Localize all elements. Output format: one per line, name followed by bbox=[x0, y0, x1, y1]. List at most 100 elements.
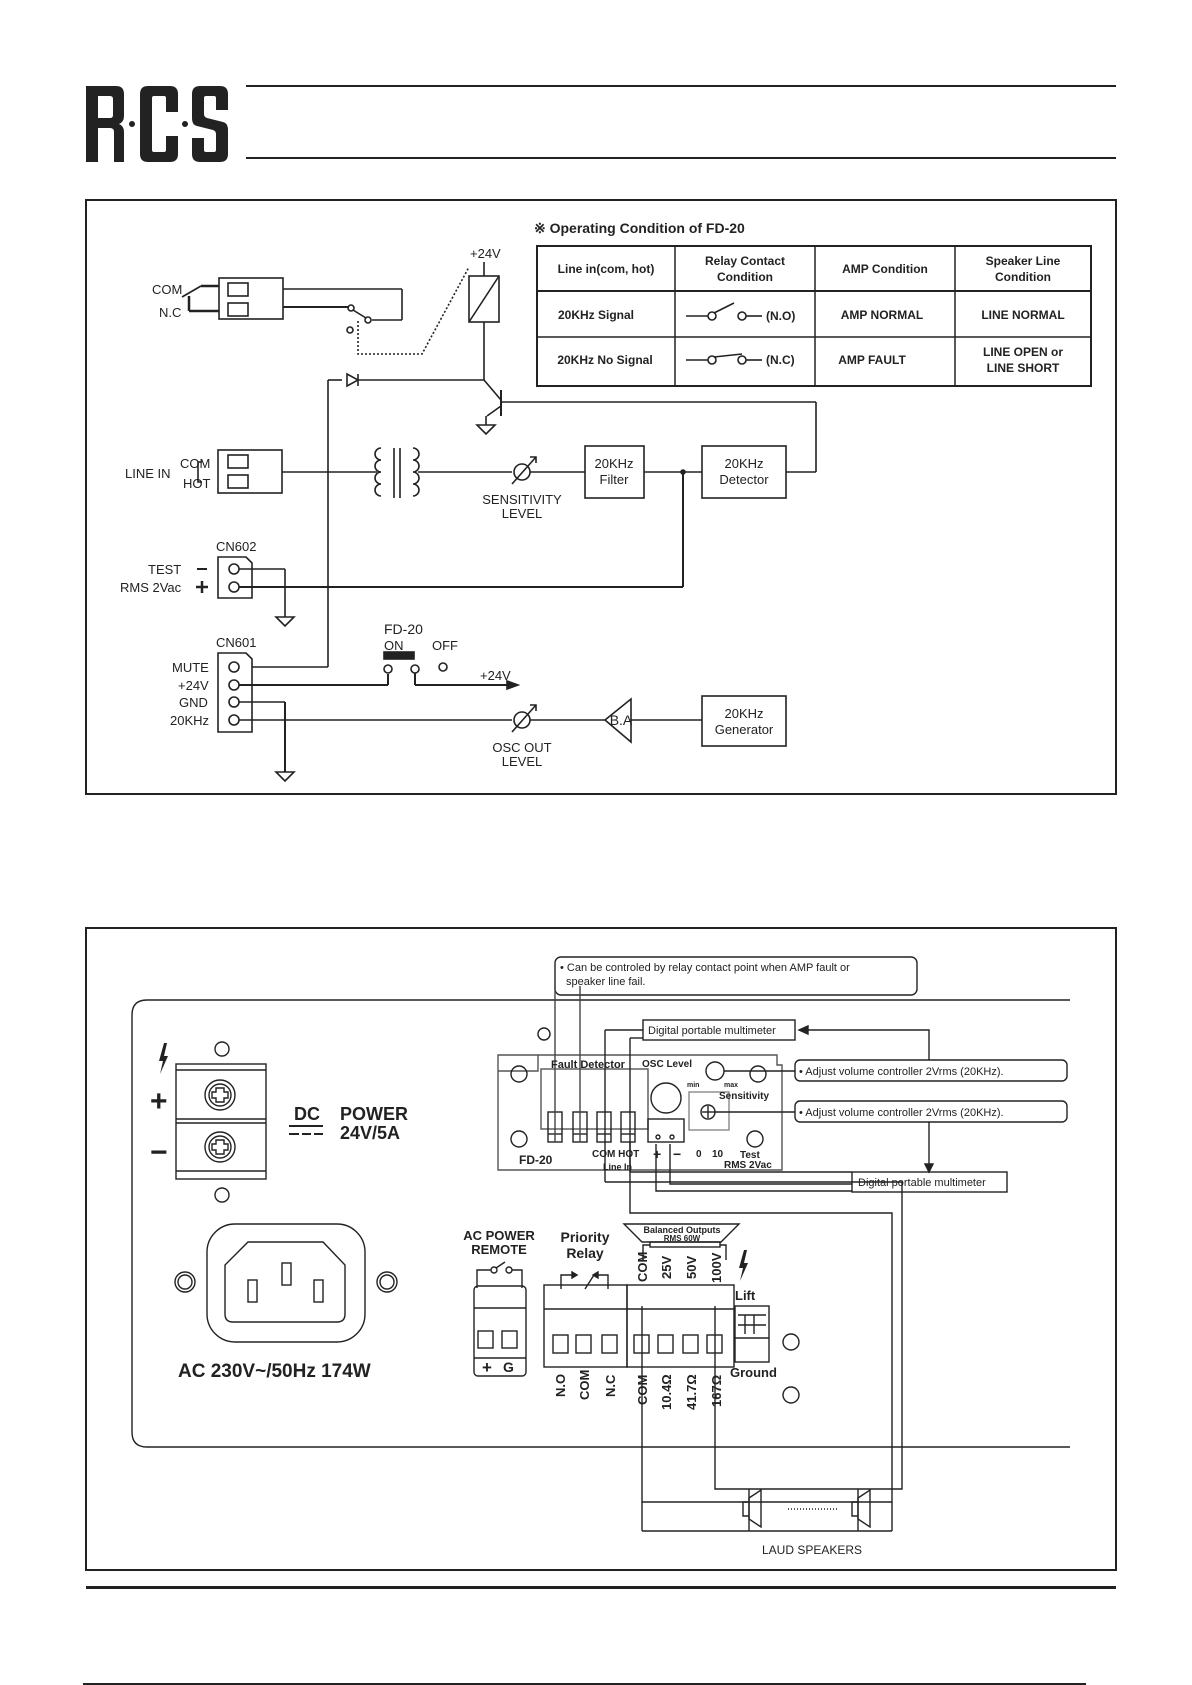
module-plus: + bbox=[653, 1146, 661, 1162]
page-bottom-rule bbox=[83, 1683, 1086, 1685]
relay-pin-nc: N.C bbox=[603, 1374, 618, 1397]
module-scale-0: 0 bbox=[696, 1149, 702, 1160]
speakers-label: LAUD SPEAKERS bbox=[762, 1543, 862, 1557]
power-label: POWER bbox=[340, 1104, 408, 1124]
lightning-icon bbox=[159, 1043, 168, 1074]
label-sensitivity: SENSITIVITY bbox=[482, 492, 562, 507]
footer-rule bbox=[86, 1586, 1116, 1589]
table-header-speaker-2: Condition bbox=[995, 270, 1051, 284]
label-test: TEST bbox=[148, 562, 181, 577]
label-mute: MUTE bbox=[172, 660, 209, 675]
relay-callout-text: speaker line fail. bbox=[566, 976, 646, 988]
label-cn601: CN601 bbox=[216, 635, 256, 650]
voltage-tap-com: COM bbox=[635, 1252, 650, 1282]
label-osc-level: LEVEL bbox=[502, 754, 542, 769]
table-header-relay-2: Condition bbox=[717, 270, 773, 284]
priority-relay-label: Priority bbox=[560, 1229, 609, 1245]
voltage-tap-25v: 25V bbox=[659, 1256, 674, 1279]
label-on: ON bbox=[384, 638, 404, 653]
priority-relay-label: Relay bbox=[566, 1245, 604, 1261]
relay-pin-com: COM bbox=[577, 1370, 592, 1400]
dc-minus: − bbox=[150, 1136, 168, 1169]
table-cell-relay: (N.C) bbox=[766, 353, 795, 367]
ac-remote-pin-plus: + bbox=[482, 1358, 492, 1377]
impedance-tap-10: 10.4Ω bbox=[659, 1374, 674, 1410]
balanced-rms-label: RMS 60W bbox=[664, 1234, 701, 1243]
module-com-hot: COM HOT bbox=[592, 1149, 639, 1160]
dc-label: DC bbox=[294, 1104, 320, 1124]
header-rule-bottom bbox=[246, 157, 1116, 159]
module-scale-10: 10 bbox=[712, 1149, 724, 1160]
label-osc-out: OSC OUT bbox=[492, 740, 551, 755]
dc-rating: 24V/5A bbox=[340, 1123, 400, 1143]
label-line-in: LINE IN bbox=[125, 466, 171, 481]
detector-label: 20KHz bbox=[724, 456, 763, 471]
table-header-relay-1: Relay Contact bbox=[705, 254, 785, 268]
voltage-tap-100v: 100V bbox=[709, 1252, 724, 1283]
label-24v-arrow: +24V bbox=[480, 668, 511, 683]
impedance-tap-com: COM bbox=[635, 1375, 650, 1405]
module-min: min bbox=[687, 1082, 699, 1089]
label-pin-24v: +24V bbox=[178, 678, 209, 693]
relay-pin-no: N.O bbox=[553, 1374, 568, 1397]
filter-label: 20KHz bbox=[594, 456, 633, 471]
label-rms: RMS 2Vac bbox=[120, 580, 182, 595]
label-ba: B.A bbox=[610, 712, 633, 728]
table-header-amp: AMP Condition bbox=[842, 262, 928, 276]
table-header-speaker-1: Speaker Line bbox=[986, 254, 1061, 268]
label-pin-20k: 20KHz bbox=[170, 713, 209, 728]
voltage-tap-50v: 50V bbox=[684, 1256, 699, 1279]
label-fd20: FD-20 bbox=[384, 621, 423, 637]
label-cn602: CN602 bbox=[216, 539, 256, 554]
table-cell-amp: AMP FAULT bbox=[838, 353, 906, 367]
detector-label: Detector bbox=[719, 472, 769, 487]
schematic-panel: ※ Operating Condition of FD-20 Line in(c… bbox=[85, 199, 1117, 795]
label-line-com: COM bbox=[180, 456, 210, 471]
header-rule-top bbox=[246, 85, 1116, 87]
rear-panel-section: + − DC POWER 24V/5A AC 230V~/50Hz 174W A… bbox=[85, 927, 1117, 1571]
module-sensitivity: Sensitivity bbox=[719, 1091, 769, 1102]
table-cell-line-in: 20KHz No Signal bbox=[557, 353, 652, 367]
rear-panel-diagram: + − DC POWER 24V/5A AC 230V~/50Hz 174W A… bbox=[131, 956, 1070, 1557]
fd20-schematic: ※ Operating Condition of FD-20 Line in(c… bbox=[120, 220, 1092, 783]
multimeter-top-label: Digital portable multimeter bbox=[648, 1025, 776, 1037]
table-cell-line-in: 20KHz Signal bbox=[558, 308, 634, 322]
ac-rating-label: AC 230V~/50Hz 174W bbox=[178, 1361, 371, 1382]
module-line-in: Line In bbox=[603, 1162, 632, 1172]
module-minus: − bbox=[673, 1146, 681, 1162]
module-test: Test bbox=[740, 1150, 760, 1161]
ac-remote-label: AC POWER bbox=[463, 1228, 535, 1243]
impedance-tap-167: 167Ω bbox=[709, 1375, 724, 1407]
label-sensitivity-level: LEVEL bbox=[502, 506, 542, 521]
relay-callout-text: • Can be controled by relay contact poin… bbox=[560, 962, 850, 974]
label-gnd: GND bbox=[179, 695, 208, 710]
rcs-logo bbox=[86, 86, 228, 162]
balanced-outputs-label: Balanced Outputs bbox=[643, 1225, 720, 1235]
module-osc-level: OSC Level bbox=[642, 1059, 692, 1070]
table-title: ※ Operating Condition of FD-20 bbox=[534, 220, 745, 236]
label-nc: N.C bbox=[159, 305, 181, 320]
label-line-hot: HOT bbox=[183, 476, 211, 491]
module-title: Fault Detector bbox=[551, 1059, 626, 1071]
generator-label: Generator bbox=[715, 722, 774, 737]
label-com: COM bbox=[152, 282, 182, 297]
module-rms: RMS 2Vac bbox=[724, 1160, 772, 1171]
lift-label: Lift bbox=[735, 1288, 756, 1303]
dc-plus: + bbox=[150, 1085, 168, 1118]
table-cell-relay: (N.O) bbox=[766, 309, 795, 323]
generator-label: 20KHz bbox=[724, 706, 763, 721]
ground-label: Ground bbox=[730, 1365, 777, 1380]
adjust-sens-callout: • Adjust volume controller 2Vrms (20KHz)… bbox=[799, 1107, 1004, 1119]
table-header-line-in: Line in(com, hot) bbox=[558, 262, 655, 276]
impedance-tap-41: 41.7Ω bbox=[684, 1374, 699, 1410]
table-cell-speaker: LINE SHORT bbox=[987, 361, 1060, 375]
adjust-osc-callout: • Adjust volume controller 2Vrms (20KHz)… bbox=[799, 1066, 1004, 1078]
module-model: FD-20 bbox=[519, 1153, 553, 1167]
module-max: max bbox=[724, 1082, 738, 1089]
table-cell-amp: AMP NORMAL bbox=[841, 308, 923, 322]
table-cell-speaker: LINE NORMAL bbox=[981, 308, 1064, 322]
ac-remote-pin-g: G bbox=[503, 1359, 514, 1375]
table-cell-speaker: LINE OPEN or bbox=[983, 345, 1063, 359]
label-off: OFF bbox=[432, 638, 458, 653]
label-24v-top: +24V bbox=[470, 246, 501, 261]
